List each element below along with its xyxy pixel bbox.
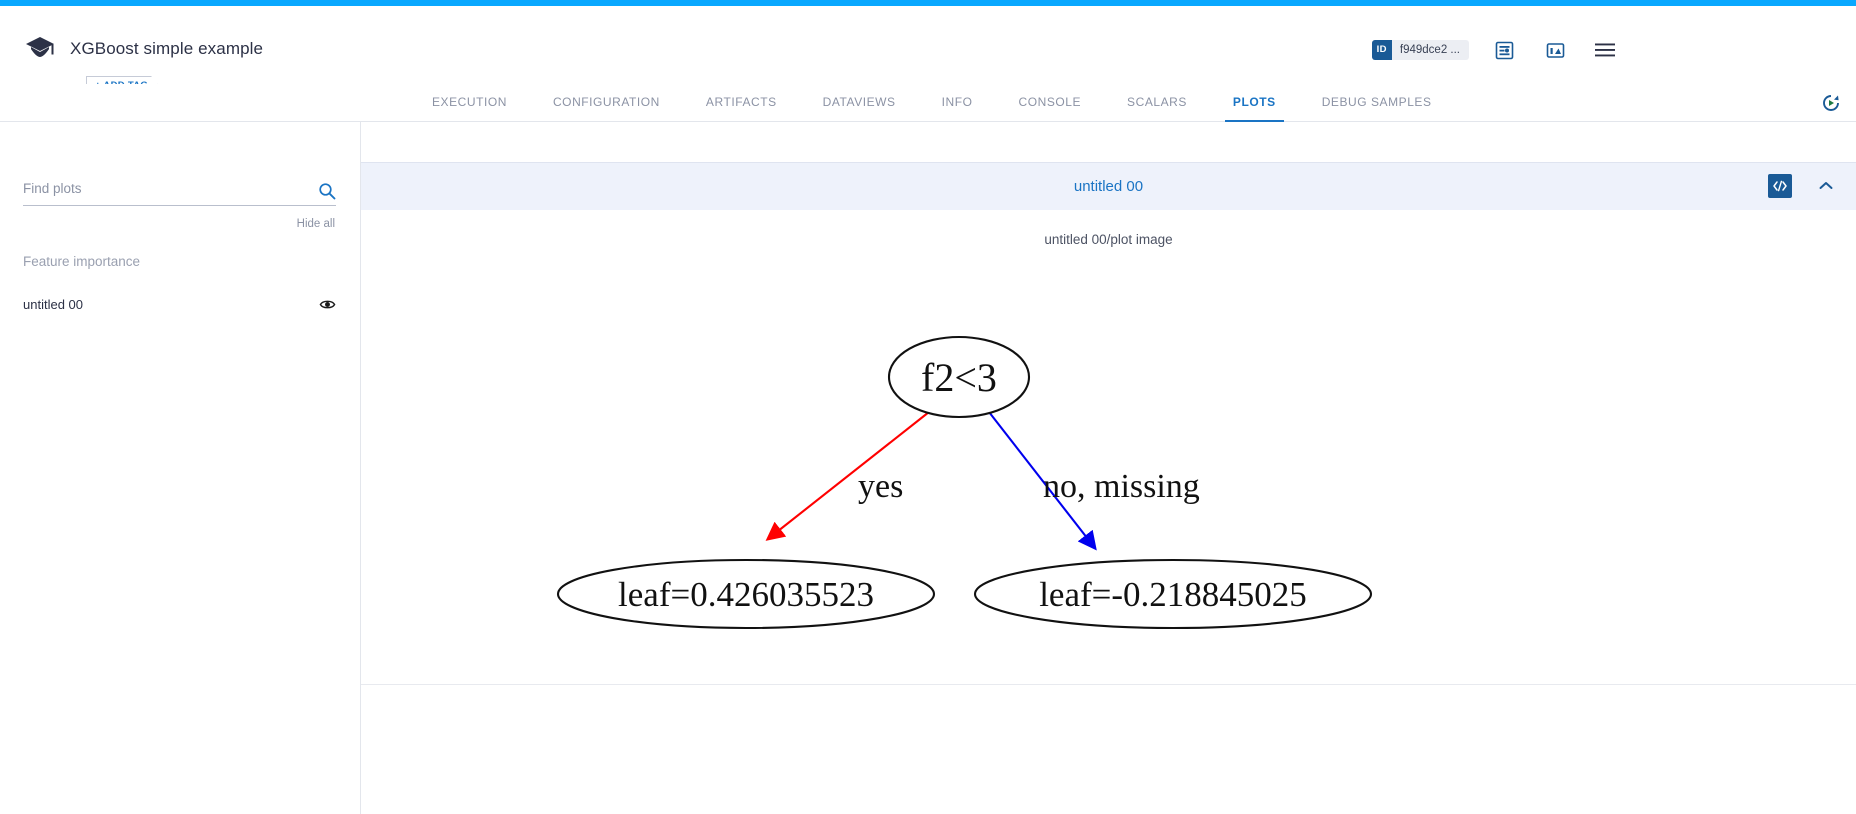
graduation-cap-icon bbox=[26, 37, 54, 60]
plots-sidebar: Hide all Feature importance untitled 00 bbox=[0, 122, 361, 814]
plot-group-title: Feature importance bbox=[23, 254, 141, 269]
code-brackets-icon[interactable] bbox=[1768, 174, 1792, 198]
edge-yes bbox=[765, 411, 930, 541]
sidebar-item-untitled-00[interactable]: untitled 00 bbox=[23, 292, 336, 316]
tab-dataviews[interactable]: DATAVIEWS bbox=[822, 95, 896, 109]
search-input[interactable] bbox=[23, 181, 293, 200]
log-view-icon[interactable] bbox=[1492, 38, 1516, 62]
hamburger-menu-icon[interactable] bbox=[1593, 38, 1617, 62]
plot-caption: untitled 00/plot image bbox=[1044, 232, 1173, 247]
tree-node-leaf-left bbox=[556, 558, 936, 630]
tab-debug-samples[interactable]: DEBUG SAMPLES bbox=[1321, 95, 1432, 109]
tree-node-root-label: f2<3 bbox=[921, 355, 997, 400]
tab-artifacts[interactable]: ARTIFACTS bbox=[705, 95, 777, 109]
tab-scalars[interactable]: SCALARS bbox=[1127, 95, 1187, 109]
tree-node-leaf-right-label: leaf=-0.218845025 bbox=[1039, 575, 1307, 614]
tab-plots[interactable]: PLOTS bbox=[1224, 84, 1284, 122]
search-icon[interactable] bbox=[318, 182, 336, 200]
plot-panel-actions bbox=[1768, 174, 1838, 198]
tree-node-leaf-right bbox=[973, 558, 1373, 630]
experiment-id-badge[interactable]: ID f949dce2 ... bbox=[1371, 40, 1469, 60]
plots-main-area: untitled 00 untitled 00/plot image bbox=[361, 122, 1856, 814]
edge-label-no-missing: no, missing bbox=[1043, 468, 1200, 505]
auto-refresh-icon[interactable] bbox=[1820, 92, 1842, 114]
edge-label-yes: yes bbox=[858, 468, 903, 505]
chevron-up-icon[interactable] bbox=[1814, 174, 1838, 198]
xgboost-tree-graph: yes no, missing f2<3 leaf=0.426035523 le… bbox=[556, 335, 1373, 630]
plot-panel-header: untitled 00 bbox=[361, 162, 1856, 210]
tab-configuration[interactable]: CONFIGURATION bbox=[552, 95, 660, 109]
compare-view-icon[interactable] bbox=[1543, 38, 1567, 62]
tab-list: EXECUTION CONFIGURATION ARTIFACTS DATAVI… bbox=[432, 84, 1478, 122]
plot-image-area: untitled 00/plot image yes no, missing f… bbox=[361, 210, 1856, 685]
id-label: ID bbox=[1371, 40, 1392, 60]
tree-node-leaf-left-label: leaf=0.426035523 bbox=[618, 575, 874, 614]
search-row bbox=[23, 176, 336, 206]
tab-info[interactable]: INFO bbox=[941, 95, 973, 109]
edge-no-missing bbox=[988, 411, 1097, 551]
tab-execution[interactable]: EXECUTION bbox=[432, 95, 507, 109]
id-value: f949dce2 ... bbox=[1399, 44, 1460, 56]
tab-bar: EXECUTION CONFIGURATION ARTIFACTS DATAVI… bbox=[0, 84, 1856, 122]
list-item-label: untitled 00 bbox=[23, 296, 83, 312]
tree-node-root bbox=[887, 335, 1031, 419]
hide-all-link[interactable]: Hide all bbox=[296, 218, 335, 230]
plot-panel-title[interactable]: untitled 00 bbox=[1073, 178, 1144, 195]
page-title: XGBoost simple example bbox=[70, 39, 264, 58]
tab-console[interactable]: CONSOLE bbox=[1018, 95, 1082, 109]
eye-icon[interactable] bbox=[319, 296, 336, 313]
